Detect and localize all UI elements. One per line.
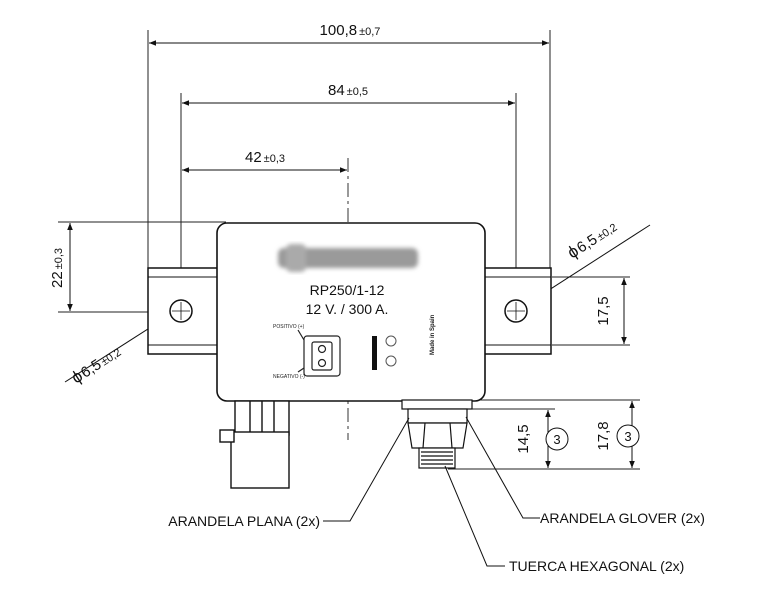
svg-text:3: 3 xyxy=(553,432,560,447)
connector-symbol-icon xyxy=(297,329,341,377)
dim-hole-left: ϕ6,5±0,2 xyxy=(68,342,124,388)
note-marker-stud: 3 xyxy=(545,427,569,451)
dim-stud-total: 17,8 xyxy=(595,421,612,450)
label-origin: Made in Spain xyxy=(430,314,436,355)
dim-stud-height: 14,5 xyxy=(515,424,532,453)
mounting-hole-right xyxy=(504,299,528,323)
callout-glover-washer: ARANDELA GLOVER (2x) xyxy=(540,510,705,526)
dim-overall-width: 100,8±0,7 xyxy=(320,22,381,39)
dim-hole-spacing: 84±0,5 xyxy=(328,82,368,99)
svg-text:3: 3 xyxy=(624,429,631,444)
terminal-stud xyxy=(401,399,473,469)
dimension-lines xyxy=(64,40,651,468)
label-rating: 12 V. / 300 A. xyxy=(306,301,389,317)
label-model: RP250/1-12 xyxy=(310,282,385,298)
note-marker-total: 3 xyxy=(616,424,640,448)
dim-flange-height: 17,5 xyxy=(595,296,612,325)
label-positive: POSITIVO (+) xyxy=(273,324,305,330)
dim-hole-right: ϕ6,5±0,2 xyxy=(564,217,620,263)
callout-leaders xyxy=(323,416,540,567)
mounting-hole-left xyxy=(169,299,193,323)
led-indicator-icon xyxy=(372,335,397,370)
callout-hex-nut: TUERCA HEXAGONAL (2x) xyxy=(509,558,684,574)
plug-connector xyxy=(219,400,290,489)
dim-center-offset: 42±0,3 xyxy=(245,149,285,166)
dim-body-height: 22±0,3 xyxy=(49,248,66,288)
brand-logo-blurred xyxy=(278,244,418,272)
extension-lines xyxy=(58,30,640,470)
label-negative: NEGATIVO (-) xyxy=(273,374,305,380)
callout-flat-washer: ARANDELA PLANA (2x) xyxy=(168,513,320,529)
